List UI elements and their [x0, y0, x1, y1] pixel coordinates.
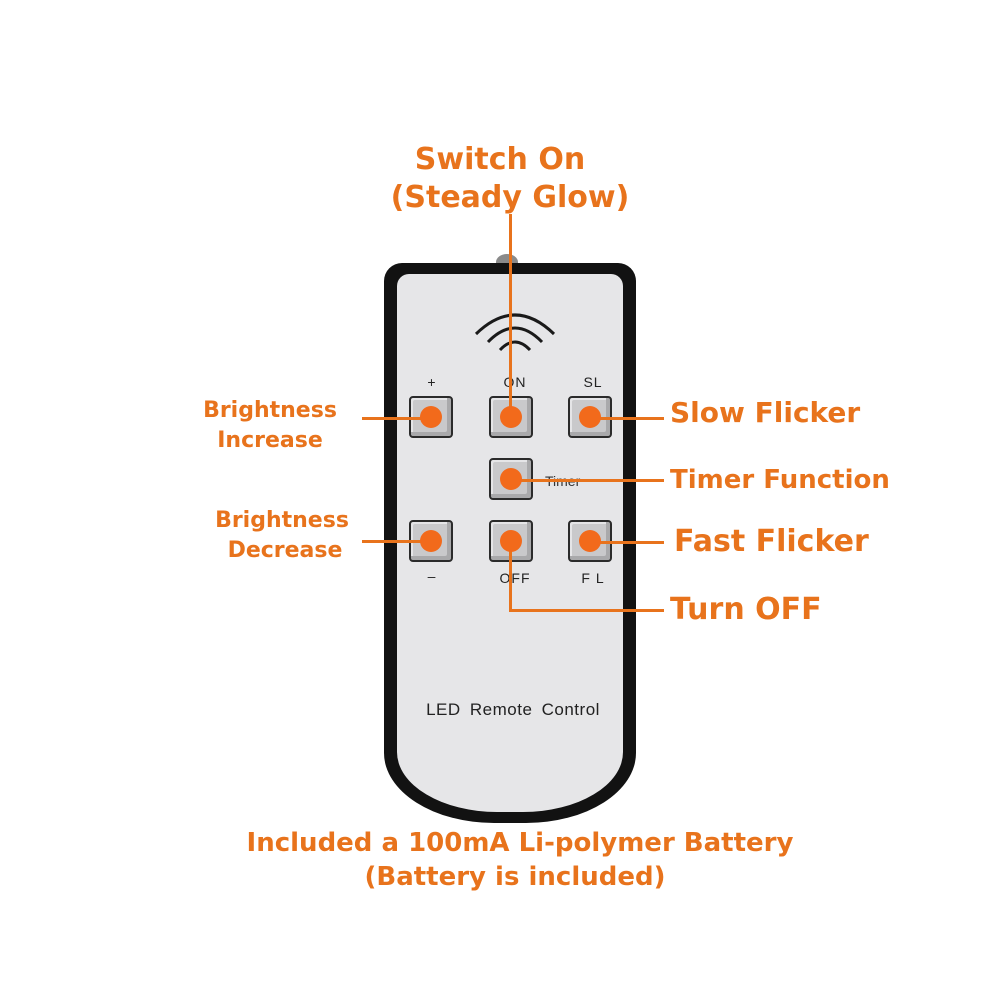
leader-line-slow-flicker [590, 417, 664, 420]
brightness-increase-callout-line2: Increase [217, 428, 323, 453]
leader-line-brightness-increase [362, 417, 432, 420]
off-label: OFF [499, 570, 531, 586]
marker-brightness-decrease [420, 530, 442, 552]
battery-info-line2: (Battery is included) [364, 862, 666, 892]
marker-off [500, 530, 522, 552]
leader-line-fast-flicker [590, 541, 664, 544]
brightness-decrease-callout-line1: Brightness [215, 508, 349, 533]
minus-label: – [427, 568, 437, 584]
sl-label: SL [583, 374, 603, 390]
fast-flicker-callout: Fast Flicker [674, 524, 869, 559]
brightness-increase-callout-line1: Brightness [203, 398, 337, 423]
leader-line-brightness-decrease [362, 540, 432, 543]
switch-on-title: Switch On [414, 142, 586, 177]
steady-glow-subtitle: (Steady Glow) [390, 180, 630, 215]
timer-function-callout: Timer Function [670, 465, 890, 495]
leader-line-on [509, 214, 512, 418]
battery-info-line1: Included a 100mA Li-polymer Battery [246, 828, 794, 858]
leader-line-timer [510, 479, 664, 482]
marker-fast-flicker [579, 530, 601, 552]
marker-on [500, 406, 522, 428]
leader-line-off-horizontal [509, 609, 664, 612]
turn-off-callout: Turn OFF [670, 592, 822, 627]
leader-line-off-vertical [509, 541, 512, 612]
marker-brightness-increase [420, 406, 442, 428]
plus-label: + [427, 374, 437, 390]
brightness-decrease-callout-line2: Decrease [227, 538, 343, 563]
marker-timer [500, 468, 522, 490]
on-label: ON [503, 374, 527, 390]
marker-slow-flicker [579, 406, 601, 428]
fl-label: F L [581, 570, 605, 586]
slow-flicker-callout: Slow Flicker [670, 396, 861, 429]
wireless-signal-icon [474, 313, 556, 352]
remote-model-label: LED Remote Control [426, 700, 600, 719]
